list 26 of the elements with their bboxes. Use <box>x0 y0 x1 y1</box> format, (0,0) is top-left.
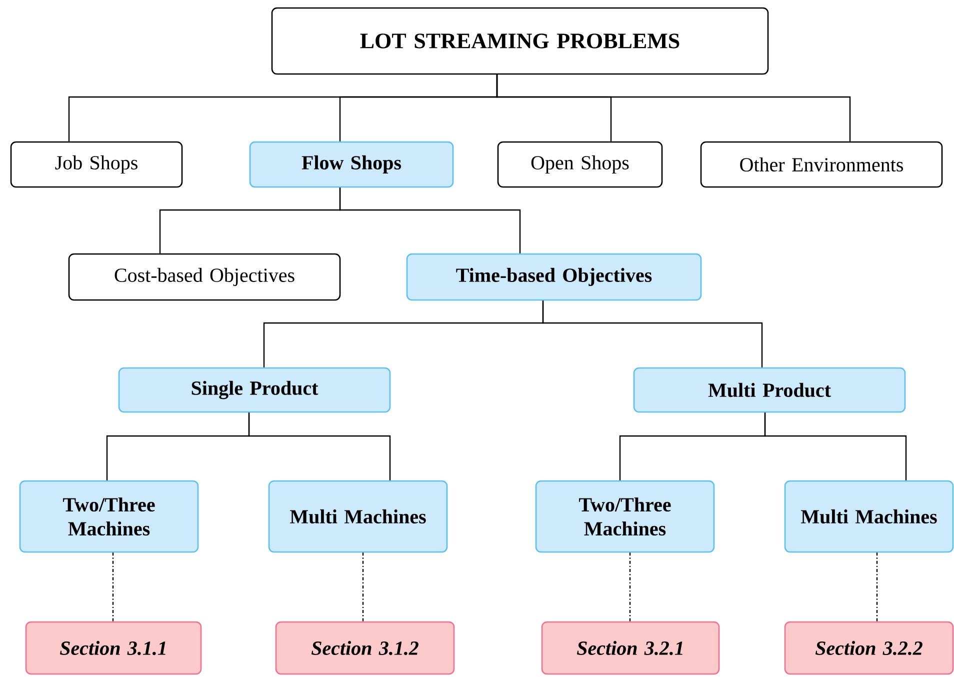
category-box: Multi Product <box>633 367 906 413</box>
connector-line <box>248 412 391 480</box>
category-box: Job Shops <box>10 141 183 188</box>
connector-line <box>542 300 763 368</box>
category-box: Multi Machines <box>268 480 448 553</box>
category-box: Cost-based Objectives <box>68 253 341 301</box>
category-box: Time-based Objectives <box>406 253 702 301</box>
category-box: Flow Shops <box>249 141 454 188</box>
connector-line <box>362 552 364 622</box>
connector-line <box>112 552 114 622</box>
section-box: Section 3.1.1 <box>25 621 202 675</box>
title-box: LOT STREAMING PROBLEMS <box>271 7 769 75</box>
category-box: Other Environments <box>700 141 943 188</box>
connector-line <box>876 552 878 622</box>
connector-line <box>339 188 521 254</box>
category-box: Two/Three Machines <box>535 480 715 553</box>
connector-line <box>764 412 907 480</box>
connector-line <box>629 552 631 622</box>
category-box: Two/Three Machines <box>19 480 199 553</box>
section-box: Section 3.1.2 <box>275 621 455 675</box>
connector-line <box>496 74 851 142</box>
section-box: Section 3.2.2 <box>784 621 954 675</box>
category-box: Multi Machines <box>784 480 954 553</box>
section-box: Section 3.2.1 <box>541 621 720 675</box>
category-box: Open Shops <box>497 141 663 188</box>
category-box: Single Product <box>118 367 391 413</box>
